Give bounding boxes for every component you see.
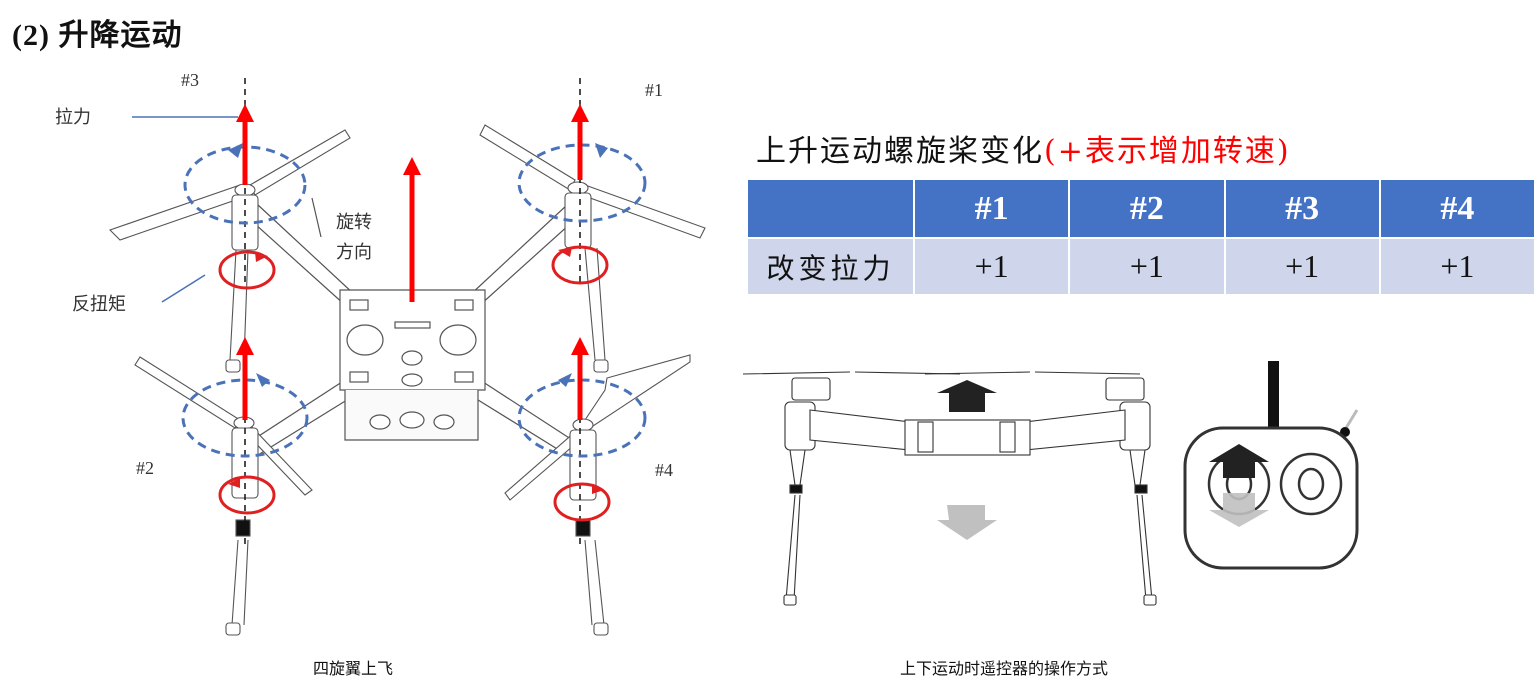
table-header-row: #1 #2 #3 #4 bbox=[746, 178, 1536, 239]
propeller-change-table: #1 #2 #3 #4 改变拉力 +1 +1 +1 +1 bbox=[746, 178, 1536, 296]
table-title: 上升运动螺旋桨变化(+表示增加转速) bbox=[756, 126, 1291, 170]
table-header-cell: #3 bbox=[1223, 178, 1381, 239]
rotor-3-assembly bbox=[108, 129, 351, 373]
rotor-label-1: #1 bbox=[645, 80, 663, 100]
anti-torque-rings bbox=[218, 245, 611, 522]
thrust-arrows bbox=[242, 122, 583, 420]
thrust-label: 拉力 bbox=[55, 107, 91, 128]
center-frame bbox=[339, 289, 486, 441]
ascend-arrow-icon bbox=[937, 380, 997, 412]
page-title: (2) 升降运动 bbox=[12, 10, 182, 54]
leader-lines bbox=[132, 116, 238, 303]
remote-controller-icon bbox=[1183, 361, 1359, 570]
rotor-2-assembly bbox=[134, 356, 313, 636]
table-cell: +1 bbox=[1223, 237, 1381, 296]
rotation-direction-label-line1: 旋转 bbox=[336, 212, 372, 233]
frame-arms bbox=[244, 204, 581, 456]
rotor-4-assembly bbox=[504, 354, 691, 636]
table-header-cell: #2 bbox=[1068, 178, 1226, 239]
rotor-label-4: #4 bbox=[655, 460, 673, 480]
table-header-cell: #1 bbox=[912, 178, 1071, 239]
rotor-label-2: #2 bbox=[136, 458, 154, 478]
table-cell: +1 bbox=[1378, 237, 1536, 296]
anti-torque-arrowheads bbox=[228, 247, 604, 494]
rotation-arrowheads bbox=[228, 143, 608, 387]
stick-down-arrow-icon bbox=[1209, 493, 1269, 527]
rotation-leader-line bbox=[311, 197, 322, 238]
table-cell: +1 bbox=[1068, 237, 1226, 296]
table-header-cell: #4 bbox=[1378, 178, 1536, 239]
table-header-cell bbox=[746, 178, 915, 239]
stick-up-arrow-icon bbox=[1209, 444, 1269, 478]
rotor-label-3: #3 bbox=[181, 70, 199, 90]
table-title-note: (+表示增加转速) bbox=[1044, 134, 1291, 169]
rotation-direction-label-line2: 方向 bbox=[336, 242, 372, 263]
title-text: 升降运动 bbox=[58, 19, 183, 52]
table-title-text: 上升运动螺旋桨变化 bbox=[756, 134, 1044, 169]
table-cell: +1 bbox=[912, 237, 1071, 296]
descend-arrow-icon bbox=[937, 505, 997, 540]
thrust-arrowheads bbox=[236, 104, 589, 355]
anti-torque-label: 反扭矩 bbox=[72, 294, 126, 315]
drone-front-view bbox=[742, 371, 1157, 606]
table-row-label: 改变拉力 bbox=[746, 237, 915, 296]
right-figure-caption: 上下运动时遥控器的操作方式 bbox=[900, 659, 1109, 678]
table-row: 改变拉力 +1 +1 +1 +1 bbox=[746, 237, 1536, 296]
left-figure-caption: 四旋翼上飞 bbox=[313, 659, 394, 678]
rotor-1-assembly bbox=[479, 124, 706, 373]
title-number: (2) bbox=[12, 19, 50, 52]
